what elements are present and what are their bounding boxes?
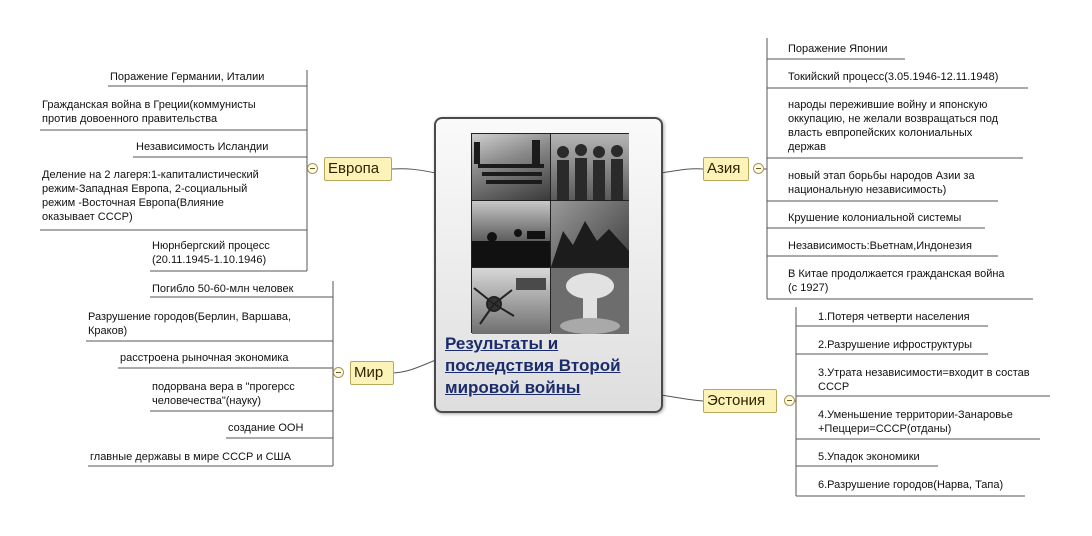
photo-prisoners	[551, 134, 629, 200]
world-item: создание ООН	[228, 422, 304, 434]
europe-item: Нюрнбергский процесс (20.11.1945-1.10.19…	[152, 240, 270, 266]
europe-item: Поражение Германии, Италии	[110, 71, 265, 83]
photo-ruins	[551, 201, 629, 267]
central-topic[interactable]: Результаты и последствия Второй мировой …	[434, 117, 663, 413]
world-item: Разрушение городов(Берлин, Варшава, Крак…	[88, 311, 292, 337]
collapse-toggle-icon[interactable]	[784, 395, 795, 406]
branch-world[interactable]: Мир	[350, 361, 394, 385]
world-item: Погибло 50-60-млн человек	[152, 283, 294, 295]
branch-world-label: Мир	[354, 364, 384, 381]
asia-item: Крушение колониальной системы	[788, 212, 962, 224]
connector-estonia	[660, 394, 704, 402]
asia-item: новый этап борьбы народов Азии за национ…	[788, 170, 975, 196]
europe-item: Независимость Исландии	[136, 141, 269, 153]
asia-item: Токийский процесс(3.05.1946-12.11.1948)	[788, 71, 999, 83]
branch-estonia[interactable]: Эстония	[703, 389, 777, 413]
estonia-item: 4.Уменьшение территории-Занаровье +Пецце…	[818, 409, 1013, 435]
photo-mushroom-cloud	[551, 268, 629, 334]
europe-item: Деление на 2 лагеря:1-капиталистический …	[42, 169, 259, 223]
branch-europe-label: Европа	[328, 160, 380, 177]
world-item: подорвана вера в "прогерсс человечества"…	[152, 381, 295, 407]
collapse-toggle-icon[interactable]	[307, 163, 318, 174]
asia-item: В Китае продолжается гражданская война (…	[788, 268, 1005, 294]
connector-world	[392, 359, 437, 374]
asia-item: Независимость:Вьетнам,Индонезия	[788, 240, 972, 252]
photo-collage	[471, 133, 629, 334]
collapse-toggle-icon[interactable]	[753, 163, 764, 174]
world-item: главные державы в мире СССР и США	[90, 451, 291, 463]
branch-asia-label: Азия	[707, 160, 741, 177]
europe-item: Гражданская война в Греции(коммунисты пр…	[42, 99, 256, 125]
collapse-toggle-icon[interactable]	[333, 367, 344, 378]
photo-battle	[472, 201, 550, 267]
photo-parade	[472, 134, 550, 200]
branch-europe[interactable]: Европа	[324, 157, 392, 181]
estonia-item: 1.Потеря четверти населения	[818, 311, 970, 323]
branch-asia[interactable]: Азия	[703, 157, 749, 181]
estonia-item: 6.Разрушение городов(Нарва, Тапа)	[818, 479, 1004, 491]
photo-japan-flag	[472, 268, 550, 334]
estonia-item: 3.Утрата независимости=входит в состав С…	[818, 367, 1030, 393]
asia-item: народы пережившие войну и японскую оккуп…	[788, 99, 999, 153]
estonia-item: 5.Упадок экономики	[818, 451, 920, 463]
connector-asia	[660, 168, 704, 174]
central-topic-title: Результаты и последствия Второй мировой …	[445, 334, 621, 397]
world-item: расстроена рыночная экономика	[120, 352, 289, 364]
asia-item: Поражение Японии	[788, 43, 888, 55]
estonia-item: 2.Разрушение ифроструктуры	[818, 339, 972, 351]
connector-europe	[391, 168, 437, 174]
branch-estonia-label: Эстония	[707, 392, 766, 409]
